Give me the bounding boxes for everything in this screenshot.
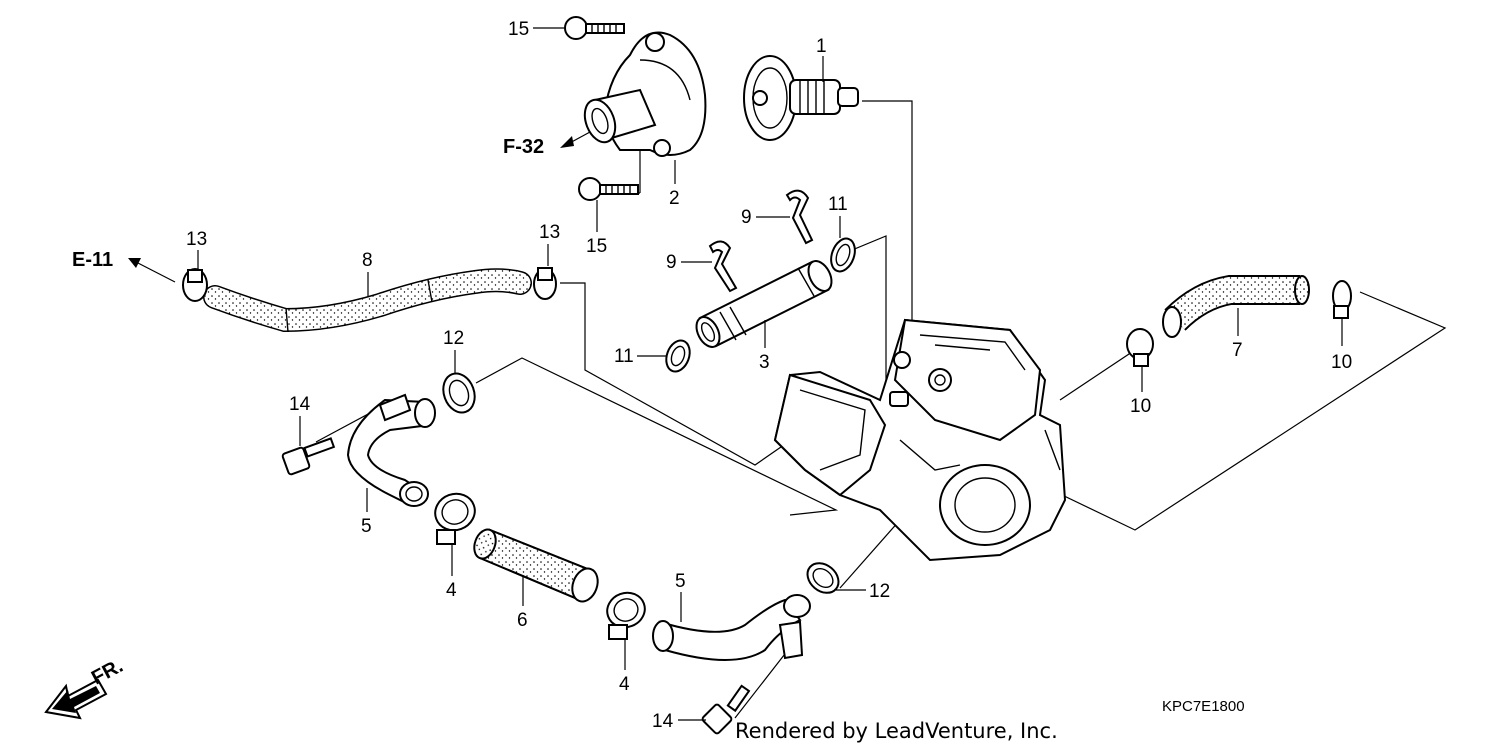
- clamp-10-left: [1126, 328, 1154, 367]
- callout-11-lower: 11: [614, 346, 634, 367]
- clip-9-upper: [785, 189, 814, 245]
- render-credit: Rendered by LeadVenture, Inc.: [735, 719, 1058, 743]
- elbow-pipe-5-lower: [652, 594, 811, 661]
- o-ring-12-upper: [442, 372, 476, 414]
- callout-4-lower: 4: [619, 674, 630, 695]
- callout-3: 3: [759, 352, 770, 373]
- o-ring-11-lower: [665, 339, 691, 373]
- callout-9-lower: 9: [666, 252, 677, 273]
- callout-14-lower: 14: [652, 711, 674, 732]
- clamp-10-right: [1332, 280, 1352, 319]
- callout-5-upper: 5: [361, 516, 372, 537]
- callout-10-right: 10: [1331, 352, 1352, 373]
- hose-clamp-4-upper: [434, 492, 476, 545]
- water-pipe: [695, 260, 833, 348]
- callout-11-upper: 11: [828, 194, 848, 215]
- clip-9-lower: [708, 240, 738, 293]
- callout-15-top: 15: [508, 19, 529, 40]
- clamp-13-right: [533, 267, 557, 300]
- callout-1: 1: [816, 36, 827, 57]
- hose-7: [1162, 275, 1310, 338]
- callout-7: 7: [1232, 340, 1243, 361]
- callout-10-left: 10: [1130, 396, 1151, 417]
- callout-12-upper: 12: [443, 328, 464, 349]
- callout-13-right: 13: [539, 222, 560, 243]
- bolt-14-upper: [281, 437, 336, 476]
- o-ring-11-upper: [830, 237, 856, 273]
- leader-lines: [315, 100, 1447, 719]
- callout-15-bottom: 15: [586, 236, 607, 257]
- callout-4-upper: 4: [446, 580, 457, 601]
- bolt-15-bottom: [578, 177, 639, 201]
- thermostat: [743, 55, 859, 141]
- ref-e11-label: E-11: [72, 249, 113, 271]
- callout-8: 8: [362, 250, 373, 271]
- hose-clamp-4-lower: [606, 591, 646, 640]
- elbow-pipe-5-upper: [346, 393, 436, 507]
- callout-2: 2: [669, 188, 680, 209]
- engine-block: [773, 318, 1067, 562]
- callout-14-upper: 14: [289, 394, 311, 415]
- reference-e11: E-11: [72, 249, 176, 283]
- bolt-14-lower: [701, 684, 751, 735]
- hose-8: [203, 268, 532, 333]
- diagram-code: KPC7E1800: [1162, 698, 1245, 715]
- bolt-15-top: [564, 16, 625, 40]
- thermostat-cover: [583, 31, 707, 157]
- reference-f32: F-32: [503, 131, 591, 158]
- callout-5-lower: 5: [675, 571, 686, 592]
- callout-6: 6: [517, 610, 528, 631]
- callout-13-left: 13: [186, 229, 207, 250]
- hose-6: [473, 528, 599, 603]
- callout-12-lower: 12: [869, 581, 890, 602]
- ref-f32-label: F-32: [503, 136, 544, 158]
- clamp-13-left: [182, 268, 208, 302]
- front-direction-arrow: FR.: [44, 655, 127, 720]
- o-ring-12-lower: [806, 562, 840, 594]
- callout-labels: 1 2 3 4 4 5 5 6 7 8 9 9 10 10 11 11 12 1…: [186, 19, 1352, 732]
- callout-9-upper: 9: [741, 207, 752, 228]
